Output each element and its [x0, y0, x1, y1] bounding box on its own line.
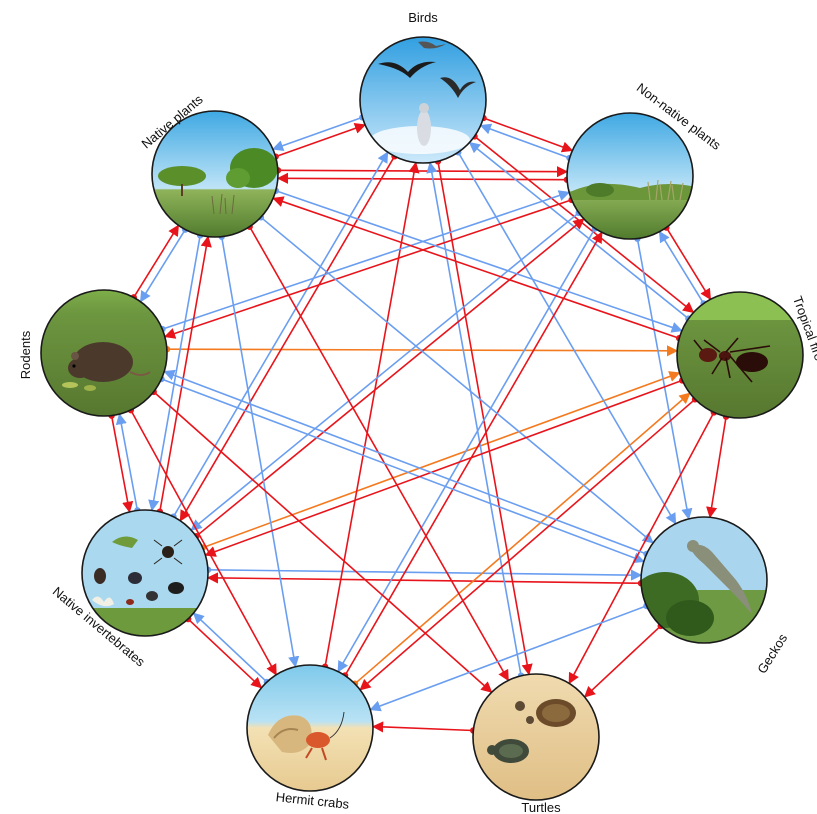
arrow-geckos-to-native-invertebrates — [206, 572, 641, 585]
arrow-native-invertebrates-to-geckos — [208, 568, 643, 581]
arrow-native-plants-to-geckos — [260, 216, 654, 544]
arrow-native-plants-to-hermit-crabs — [220, 236, 300, 668]
arrow-tropical-fire-ant-to-non-native-plants — [658, 230, 705, 304]
arrow-birds-to-native-plants — [271, 116, 363, 152]
node-hermit-crabs: Hermit crabs — [246, 664, 374, 812]
arrow-geckos-to-turtles — [583, 625, 662, 698]
arrow-turtles-to-birds — [426, 161, 522, 676]
arrow-tropical-fire-ant-to-birds — [468, 141, 689, 320]
node-non-native-plants: Non-native plants — [566, 80, 724, 240]
arrow-rodents-to-geckos — [161, 378, 645, 564]
turtle-icon — [473, 674, 599, 800]
arrow-tropical-fire-ant-to-geckos — [706, 416, 727, 519]
arrow-native-invertebrates-to-rodents — [115, 413, 139, 511]
arrow-tropical-fire-ant-to-native-invertebrates — [204, 379, 683, 557]
label-geckos: Geckos — [754, 631, 790, 677]
arrow-non-native-plants-to-rodents — [163, 199, 572, 339]
label-rodents: Rodents — [18, 330, 33, 379]
hermit-crab-icon — [247, 665, 373, 791]
node-geckos: Geckos — [640, 516, 790, 677]
arrow-native-plants-to-birds — [275, 122, 367, 158]
arrow-hermit-crabs-to-tropical-fire-ant — [354, 392, 691, 685]
node-native-plants: Native plants — [139, 91, 279, 238]
label-birds: Birds — [408, 10, 438, 25]
arrow-tropical-fire-ant-to-native-plants — [272, 196, 680, 340]
sky-birds-icon — [360, 37, 486, 163]
arrow-geckos-to-rodents — [163, 369, 647, 555]
arrow-non-native-plants-to-geckos — [636, 238, 693, 520]
arrow-native-invertebrates-to-hermit-crabs — [187, 618, 263, 689]
arrow-native-invertebrates-to-non-native-plants — [195, 218, 585, 537]
arrow-native-invertebrates-to-native-plants — [159, 235, 212, 512]
arrow-birds-to-native-invertebrates — [179, 155, 396, 522]
arrow-rodents-to-hermit-crabs — [130, 409, 277, 676]
arrow-hermit-crabs-to-non-native-plants — [344, 231, 603, 676]
arrow-native-invertebrates-to-tropical-fire-ant — [202, 371, 681, 549]
arrow-non-native-plants-to-native-plants — [276, 172, 567, 184]
insects-icon — [82, 510, 208, 636]
arrow-rodents-to-native-invertebrates — [110, 415, 134, 513]
node-native-invertebrates: Native invertebrates — [50, 509, 209, 670]
arrow-non-native-plants-to-native-invertebrates — [190, 212, 580, 531]
arrow-rodents-to-turtles — [153, 391, 493, 693]
arrow-rodents-to-native-plants — [133, 224, 180, 298]
label-hermit-crabs: Hermit crabs — [275, 789, 350, 812]
node-rodents: Rodents — [18, 289, 168, 417]
arrow-native-plants-to-tropical-fire-ant — [275, 189, 683, 333]
arrow-native-plants-to-non-native-plants — [278, 166, 569, 178]
label-turtles: Turtles — [521, 800, 561, 814]
arrow-birds-to-turtles — [437, 161, 533, 676]
arrow-turtles-to-hermit-crabs — [371, 721, 474, 733]
arrow-rodents-to-non-native-plants — [162, 190, 571, 330]
node-birds: Birds — [359, 10, 487, 164]
arrow-birds-to-non-native-plants — [483, 117, 574, 153]
arrow-tropical-fire-ant-to-hermit-crabs — [359, 398, 696, 691]
arrow-non-native-plants-to-tropical-fire-ant — [665, 227, 712, 301]
rat-icon — [41, 290, 167, 416]
arrow-tropical-fire-ant-to-turtles — [568, 412, 715, 685]
arrow-native-plants-to-rodents — [139, 229, 186, 303]
arrow-birds-to-geckos — [457, 151, 677, 525]
shrubland-icon — [152, 111, 278, 237]
grassland-icon — [567, 113, 693, 239]
node-tropical-fire-ant: Tropical fire ant — [676, 291, 817, 419]
arrow-rodents-to-tropical-fire-ant — [167, 345, 679, 357]
arrow-native-invertebrates-to-birds — [172, 151, 389, 518]
arrow-hermit-crabs-to-birds — [324, 161, 420, 667]
arrow-non-native-plants-to-hermit-crabs — [337, 228, 596, 673]
gecko-icon — [641, 517, 767, 643]
arrow-non-native-plants-to-birds — [479, 123, 570, 159]
arrow-geckos-to-hermit-crabs — [369, 605, 647, 712]
arrow-hermit-crabs-to-native-invertebrates — [192, 612, 268, 683]
node-turtles: Turtles — [472, 673, 600, 814]
